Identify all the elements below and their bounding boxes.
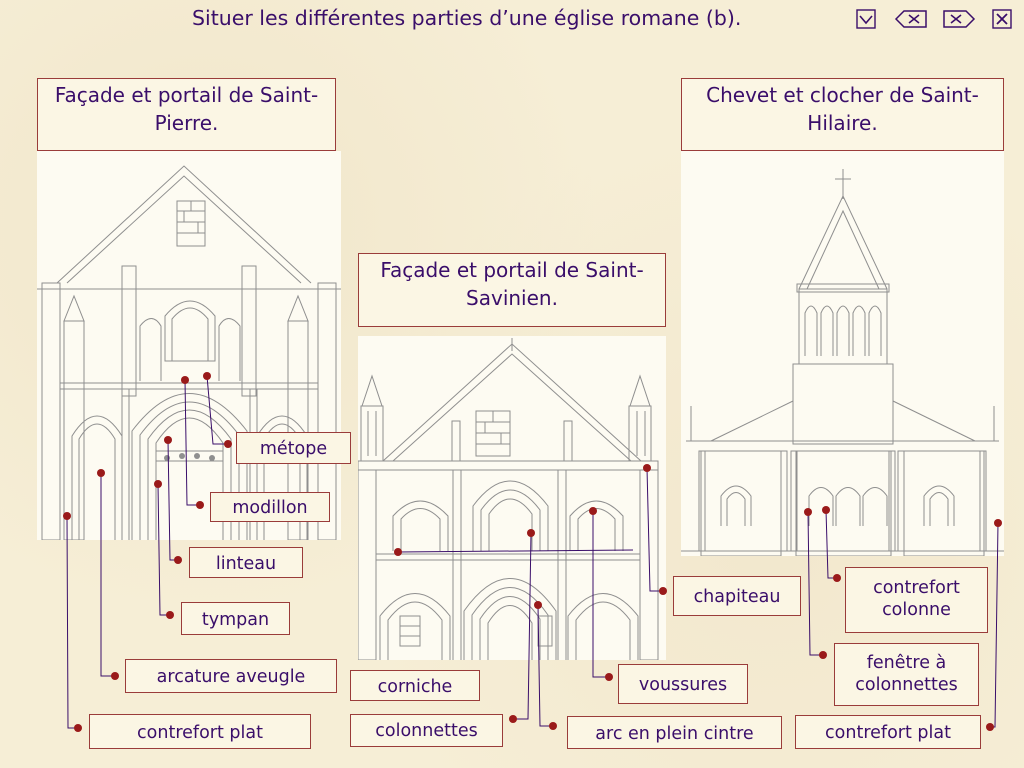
label-modillon: modillon	[210, 492, 330, 522]
label-corniche: corniche	[350, 670, 480, 701]
saint-savinien-facade-drawing	[358, 336, 666, 660]
label-voussures: voussures	[618, 664, 748, 704]
label-tympan: tympan	[181, 602, 290, 635]
heading-saint-savinien: Façade et portail de Saint-Savinien.	[358, 253, 666, 327]
label-fenetre-a-colonnettes: fenêtre à colonnettes	[834, 643, 979, 706]
saint-hilaire-chevet-drawing	[681, 151, 1004, 556]
label-contrefort-plat-left: contrefort plat	[89, 714, 311, 749]
label-contrefort-colonne: contrefort colonne	[845, 567, 988, 633]
label-linteau: linteau	[189, 547, 303, 578]
label-arcature-aveugle: arcature aveugle	[125, 659, 337, 693]
heading-saint-pierre: Façade et portail de Saint-Pierre.	[37, 78, 336, 151]
leader-contrefort-plat-left	[66, 515, 76, 729]
delete-left-icon[interactable]	[894, 9, 928, 29]
label-arc-en-plein-cintre: arc en plein cintre	[567, 716, 782, 749]
label-colonnettes: colonnettes	[350, 714, 503, 747]
dropdown-triangle-icon[interactable]	[856, 9, 876, 29]
delete-right-icon[interactable]	[942, 9, 976, 29]
heading-saint-hilaire: Chevet et clocher de Saint-Hilaire.	[681, 78, 1004, 151]
label-contrefort-plat-right: contrefort plat	[795, 715, 981, 749]
label-metope: métope	[236, 432, 351, 464]
close-box-icon[interactable]	[992, 9, 1012, 29]
label-chapiteau: chapiteau	[673, 576, 801, 616]
page-title: Situer les différentes parties d’une égl…	[192, 6, 742, 30]
saint-pierre-facade-drawing	[37, 151, 341, 540]
